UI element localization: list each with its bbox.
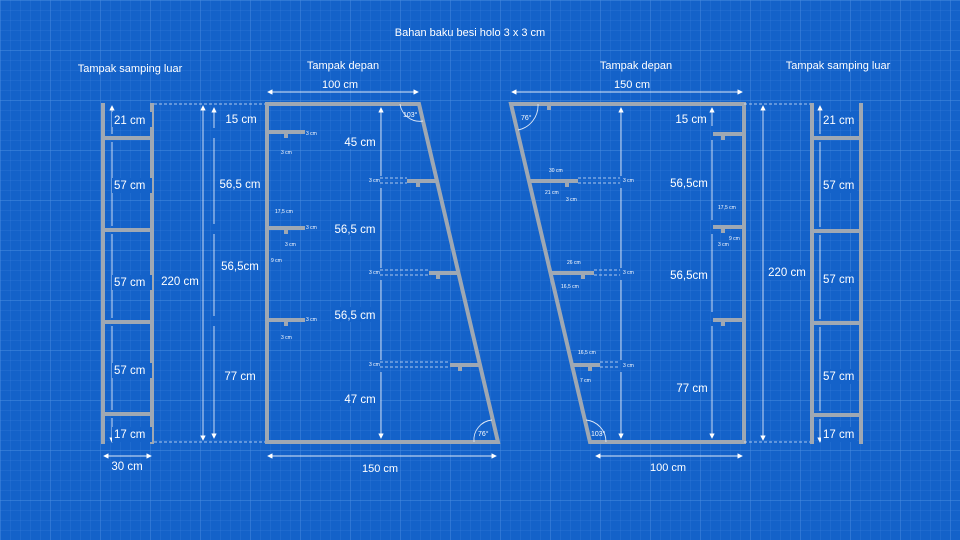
small-label: 3 cm [623, 270, 634, 276]
dim-label: 77 cm [676, 383, 707, 395]
segment-label: 57 cm [823, 371, 854, 383]
small-label: 3 cm [306, 131, 317, 137]
small-label: 3 cm [623, 178, 634, 184]
small-label: 17,5 cm [718, 205, 736, 211]
left-front-view: Tampak depan 100 cm 103° 76° 150 cm 3 cm… [203, 60, 501, 475]
angle-label: 103° [403, 111, 418, 119]
segment-label: 17 cm [114, 429, 145, 441]
segment-label: 57 cm [823, 180, 854, 192]
diagram-title: Bahan baku besi holo 3 x 3 cm [395, 27, 545, 39]
dim-label: 47 cm [344, 394, 375, 406]
small-label: 3 cm [718, 242, 729, 248]
right-side-view: Tampak samping luar 220 cm 21 cm 57 cm 5… [744, 60, 891, 444]
bottom-width-label: 150 cm [362, 463, 398, 475]
small-label: 3 cm [285, 242, 296, 248]
segment-label: 57 cm [114, 180, 145, 192]
small-label: 3 cm [369, 362, 380, 368]
small-label: 9 cm [729, 236, 740, 242]
small-label: 17,5 cm [275, 209, 293, 215]
height-label: 220 cm [161, 276, 199, 288]
segment-label: 57 cm [823, 274, 854, 286]
angle-label: 103° [591, 430, 606, 438]
view-title: Tampak samping luar [78, 63, 183, 75]
segment-label: 21 cm [823, 115, 854, 127]
dim-label: 56,5 cm [220, 179, 261, 191]
left-side-view: Tampak samping luar 21 cm 57 cm 57 cm 57… [78, 63, 267, 473]
dim-label: 15 cm [675, 114, 706, 126]
small-label: 9 cm [271, 258, 282, 264]
dim-label: 77 cm [224, 371, 255, 383]
view-title: Tampak depan [600, 60, 672, 72]
segment-label: 21 cm [114, 115, 145, 127]
dim-label: 56,5 cm [335, 224, 376, 236]
small-label: 21 cm [545, 190, 559, 196]
height-label: 220 cm [768, 267, 806, 279]
dim-label: 45 cm [344, 137, 375, 149]
small-label: 3 cm [623, 363, 634, 369]
small-label: 3 cm [306, 225, 317, 231]
segment-label: 57 cm [114, 365, 145, 377]
dim-label: 56,5cm [221, 261, 259, 273]
small-label: 26 cm [567, 260, 581, 266]
top-width-label: 100 cm [322, 79, 358, 91]
view-title: Tampak samping luar [786, 60, 891, 72]
width-label: 30 cm [111, 461, 142, 473]
small-label: 3 cm [369, 270, 380, 276]
small-label: 16,5 cm [578, 350, 596, 356]
dim-label: 15 cm [225, 114, 256, 126]
small-label: 30 cm [549, 168, 563, 174]
small-label: 3 cm [306, 317, 317, 323]
small-label: 3 cm [566, 197, 577, 203]
small-label: 3 cm [369, 178, 380, 184]
angle-label: 76° [521, 114, 532, 122]
dim-label: 56,5cm [670, 178, 708, 190]
view-title: Tampak depan [307, 60, 379, 72]
small-label: 7 cm [580, 378, 591, 384]
dim-label: 56,5cm [670, 270, 708, 282]
segment-label: 57 cm [114, 277, 145, 289]
small-label: 3 cm [281, 335, 292, 341]
small-label: 3 cm [281, 150, 292, 156]
top-width-label: 150 cm [614, 79, 650, 91]
small-label: 16,5 cm [561, 284, 579, 290]
dim-label: 56,5 cm [335, 310, 376, 322]
angle-label: 76° [478, 430, 489, 438]
segment-label: 17 cm [823, 429, 854, 441]
bottom-width-label: 100 cm [650, 462, 686, 474]
